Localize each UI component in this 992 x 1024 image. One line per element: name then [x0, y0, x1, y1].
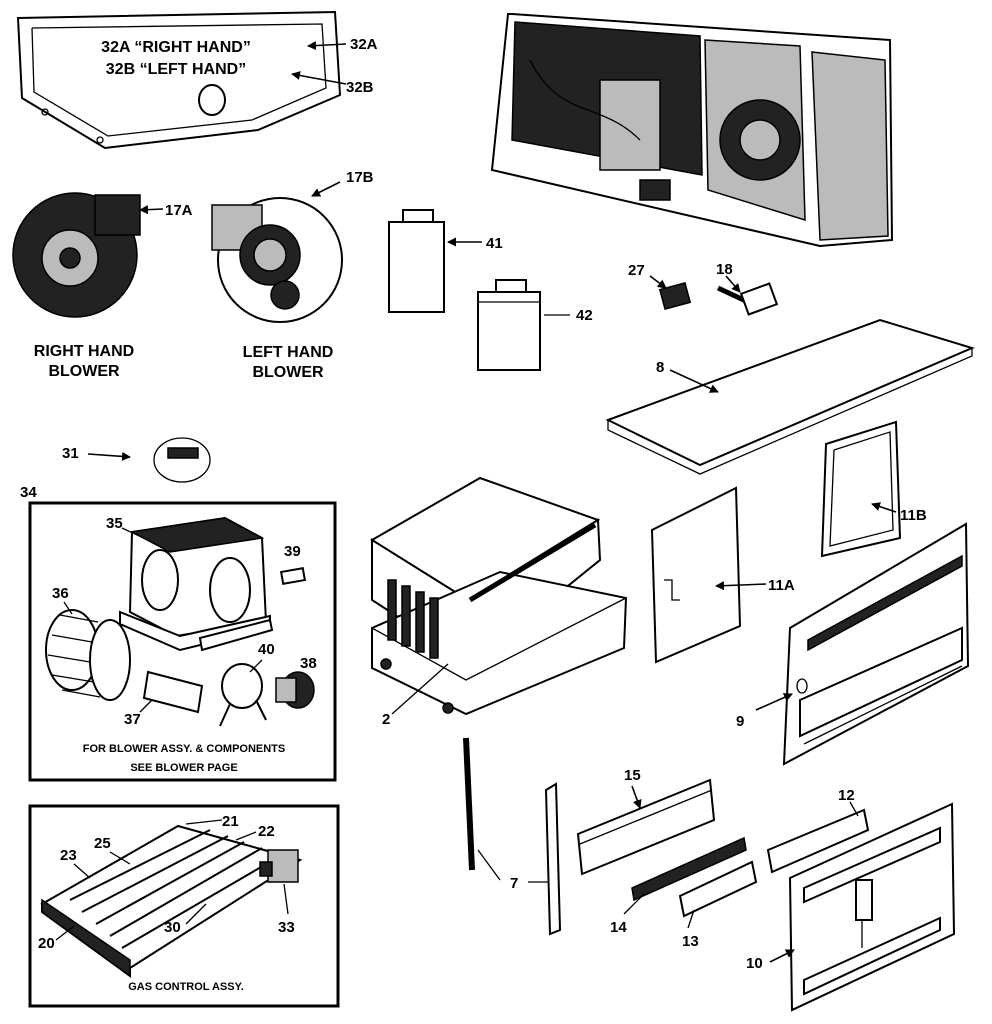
- callout-17B: 17B: [346, 169, 374, 186]
- callout-10: 10: [746, 955, 763, 972]
- callout-17A: 17A: [165, 202, 193, 219]
- callout-18: 18: [716, 261, 733, 278]
- callout-38: 38: [300, 655, 317, 672]
- callout-36: 36: [52, 585, 69, 602]
- part-10-access-panel: 10: [746, 802, 956, 1012]
- callout-34: 34: [20, 484, 37, 501]
- gas-control-caption: GAS CONTROL ASSY.: [128, 981, 244, 993]
- callout-14: 14: [610, 919, 627, 936]
- blower-components-box: 34 35 39 36 37 40: [20, 484, 337, 782]
- right-hand-blower: 17A RIGHT HAND BLOWER: [12, 192, 193, 380]
- callout-41: 41: [486, 235, 503, 252]
- callout-39: 39: [284, 543, 301, 560]
- callout-27: 27: [628, 262, 645, 279]
- callout-13: 13: [682, 933, 699, 950]
- callout-7: 7: [510, 875, 518, 892]
- gas-control-box: 21 22 25 23 30 33 20 GAS CONTROL ASSY.: [28, 804, 340, 1008]
- callout-40: 40: [258, 641, 275, 658]
- callout-30: 30: [164, 919, 181, 936]
- callout-21: 21: [222, 813, 239, 830]
- left-hand-blower: 17B LEFT HAND BLOWER: [211, 169, 374, 381]
- part-13: 13: [678, 860, 758, 950]
- part-18-sensor: 18: [716, 261, 779, 316]
- part-9-front-panel: 9: [736, 522, 970, 766]
- callout-9: 9: [736, 713, 744, 730]
- callout-15: 15: [624, 767, 641, 784]
- part-12: 12: [766, 787, 870, 874]
- part-14: 14: [610, 836, 747, 936]
- cabinet-photo: [490, 13, 894, 248]
- callout-25: 25: [94, 835, 111, 852]
- blower-box-note-2: SEE BLOWER PAGE: [130, 762, 237, 774]
- callout-22: 22: [258, 823, 275, 840]
- callout-20: 20: [38, 935, 55, 952]
- callout-35: 35: [106, 515, 123, 532]
- callout-11A: 11A: [768, 577, 795, 594]
- callout-12: 12: [838, 787, 855, 804]
- callout-31: 31: [62, 445, 79, 462]
- part-41: 41: [388, 209, 503, 313]
- right-blower-caption-1: RIGHT HAND: [34, 343, 134, 360]
- callout-42: 42: [576, 307, 593, 324]
- left-blower-caption-1: LEFT HAND: [243, 344, 334, 361]
- part-27-switch: 27: [628, 262, 692, 310]
- part-2-heat-exchanger: 2: [370, 476, 628, 728]
- callout-2: 2: [382, 711, 390, 728]
- part-15: 15: [576, 767, 716, 876]
- callout-32A: 32A: [350, 36, 378, 53]
- callout-11B: 11B: [900, 507, 927, 524]
- callout-32B: 32B: [346, 79, 374, 96]
- part-11A: 11A: [650, 486, 795, 664]
- part-8-top-panel: 8: [605, 318, 975, 475]
- part-42: 42: [477, 279, 593, 371]
- callout-8: 8: [656, 359, 664, 376]
- callout-23: 23: [60, 847, 77, 864]
- left-blower-caption-2: BLOWER: [252, 364, 324, 381]
- blower-box-note-1: FOR BLOWER ASSY. & COMPONENTS: [83, 743, 286, 755]
- part-7: 7: [463, 737, 562, 936]
- panel-note-right-hand: 32A “RIGHT HAND”: [101, 39, 251, 56]
- part-11B: 11B: [820, 420, 927, 558]
- right-blower-caption-2: BLOWER: [48, 363, 120, 380]
- panel-note-left-hand: 32B “LEFT HAND”: [106, 61, 246, 78]
- callout-37: 37: [124, 711, 141, 728]
- side-panel-32: 32A “RIGHT HAND” 32B “LEFT HAND” 32A 32B: [16, 10, 378, 150]
- part-31: 31: [62, 437, 211, 483]
- callout-33: 33: [278, 919, 295, 936]
